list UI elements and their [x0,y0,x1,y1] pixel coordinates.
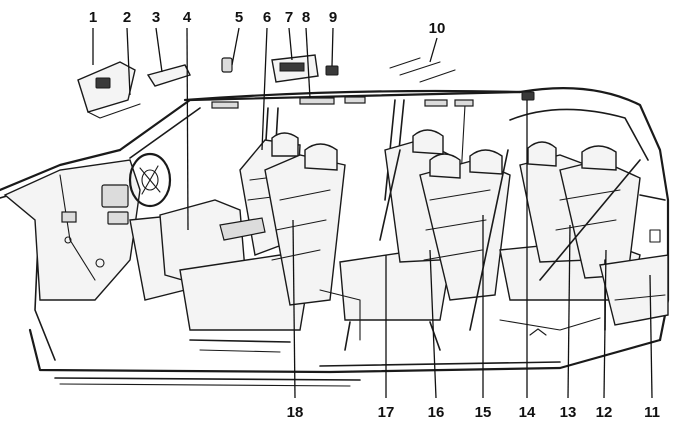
callout-3: 3 [152,9,160,26]
third-row-seats [499,141,669,336]
second-row-seats [319,129,511,351]
callout-17: 17 [378,404,395,421]
roof-console [77,54,535,119]
callout-5: 5 [235,9,243,26]
callout-13: 13 [560,404,577,421]
callout-12: 12 [596,404,613,421]
callout-11: 11 [644,404,660,421]
callout-6: 6 [263,9,271,26]
callout-15: 15 [475,404,492,421]
leader-lines [92,27,653,399]
callout-18: 18 [287,404,304,421]
callout-2: 2 [123,9,131,26]
callout-14: 14 [519,404,536,421]
callout-16: 16 [428,404,445,421]
callout-9: 9 [329,9,337,26]
callout-8: 8 [302,9,310,26]
callout-10: 10 [429,20,446,37]
callout-7: 7 [285,9,293,26]
callout-labels: 1 2 3 4 5 6 7 8 9 10 11 12 13 14 15 16 1… [89,9,660,421]
callout-4: 4 [183,9,192,26]
front-passenger-seat [179,143,346,353]
callout-1: 1 [89,9,97,26]
